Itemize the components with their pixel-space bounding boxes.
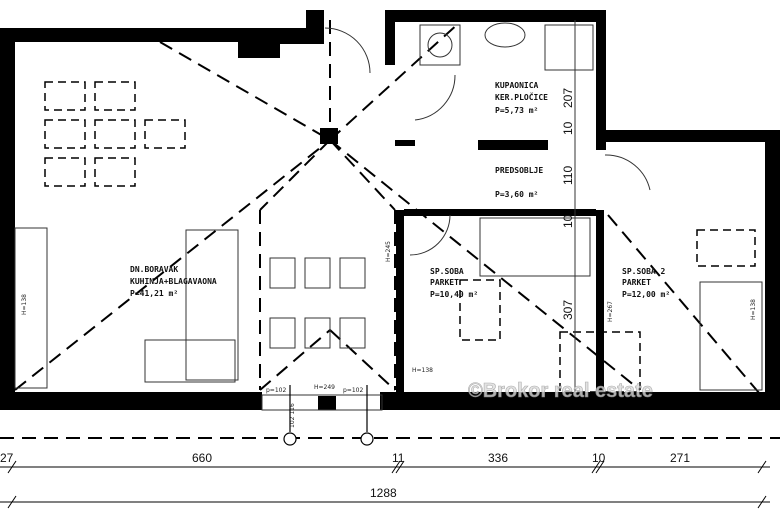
height-label: H=138 [21,294,28,315]
bedroom2-subtitle: PARKET [622,278,651,287]
bathroom-subtitle: KER.PLOČICE [495,91,548,102]
furniture [44,81,756,393]
bathroom-name: KUPAONICA [495,81,539,90]
bedroom2-name: SP.SOBA 2 [622,267,666,276]
bedroom1-subtitle: PARKET [430,278,459,287]
bathroom-area: P=5,73 m² [495,106,538,115]
dim-total: 1288 [370,486,397,500]
dim-207: 207 [561,88,575,108]
hall-area: P=3,60 m² [495,190,538,199]
dim-307: 307 [561,300,575,320]
height-label: H=138 [750,299,757,320]
window-label: 102 116 [289,403,296,428]
living-room-area: P=41,21 m² [130,289,178,298]
bedroom2-area: P=12,00 m² [622,290,670,299]
living-room-name: DN.BORAVAK [130,265,178,274]
hall-name: PREDSOBLJE [495,166,543,175]
fixtures [14,20,763,411]
dim-10: 10 [592,451,606,465]
dim-10-upper: 10 [561,121,575,135]
dimension-lines [0,460,770,509]
roof-lines [0,20,780,439]
dim-27: 27 [0,451,14,465]
sill-label: p=102 [266,387,286,394]
dim-336: 336 [488,451,508,465]
height-label: H=138 [412,367,433,374]
bedroom1-name: SP.SOBA [430,267,464,276]
sill-label: H=249 [314,384,335,391]
axis-markers [283,385,374,446]
dim-11: 11 [392,451,405,465]
dim-110: 110 [561,166,575,185]
living-room-subtitle: KUHINJA+BLAGAVAONA [130,277,217,286]
watermark: ©Brokor real estate [468,380,653,402]
bedroom1-area: P=10,40 m² [430,290,478,299]
sill-label: p=102 [343,387,363,394]
walls [0,10,780,410]
dim-660: 660 [192,451,212,465]
dim-10-lower: 10 [561,214,575,228]
dim-271: 271 [670,451,690,465]
height-label: H=245 [385,241,392,262]
height-label: H=267 [607,301,614,322]
